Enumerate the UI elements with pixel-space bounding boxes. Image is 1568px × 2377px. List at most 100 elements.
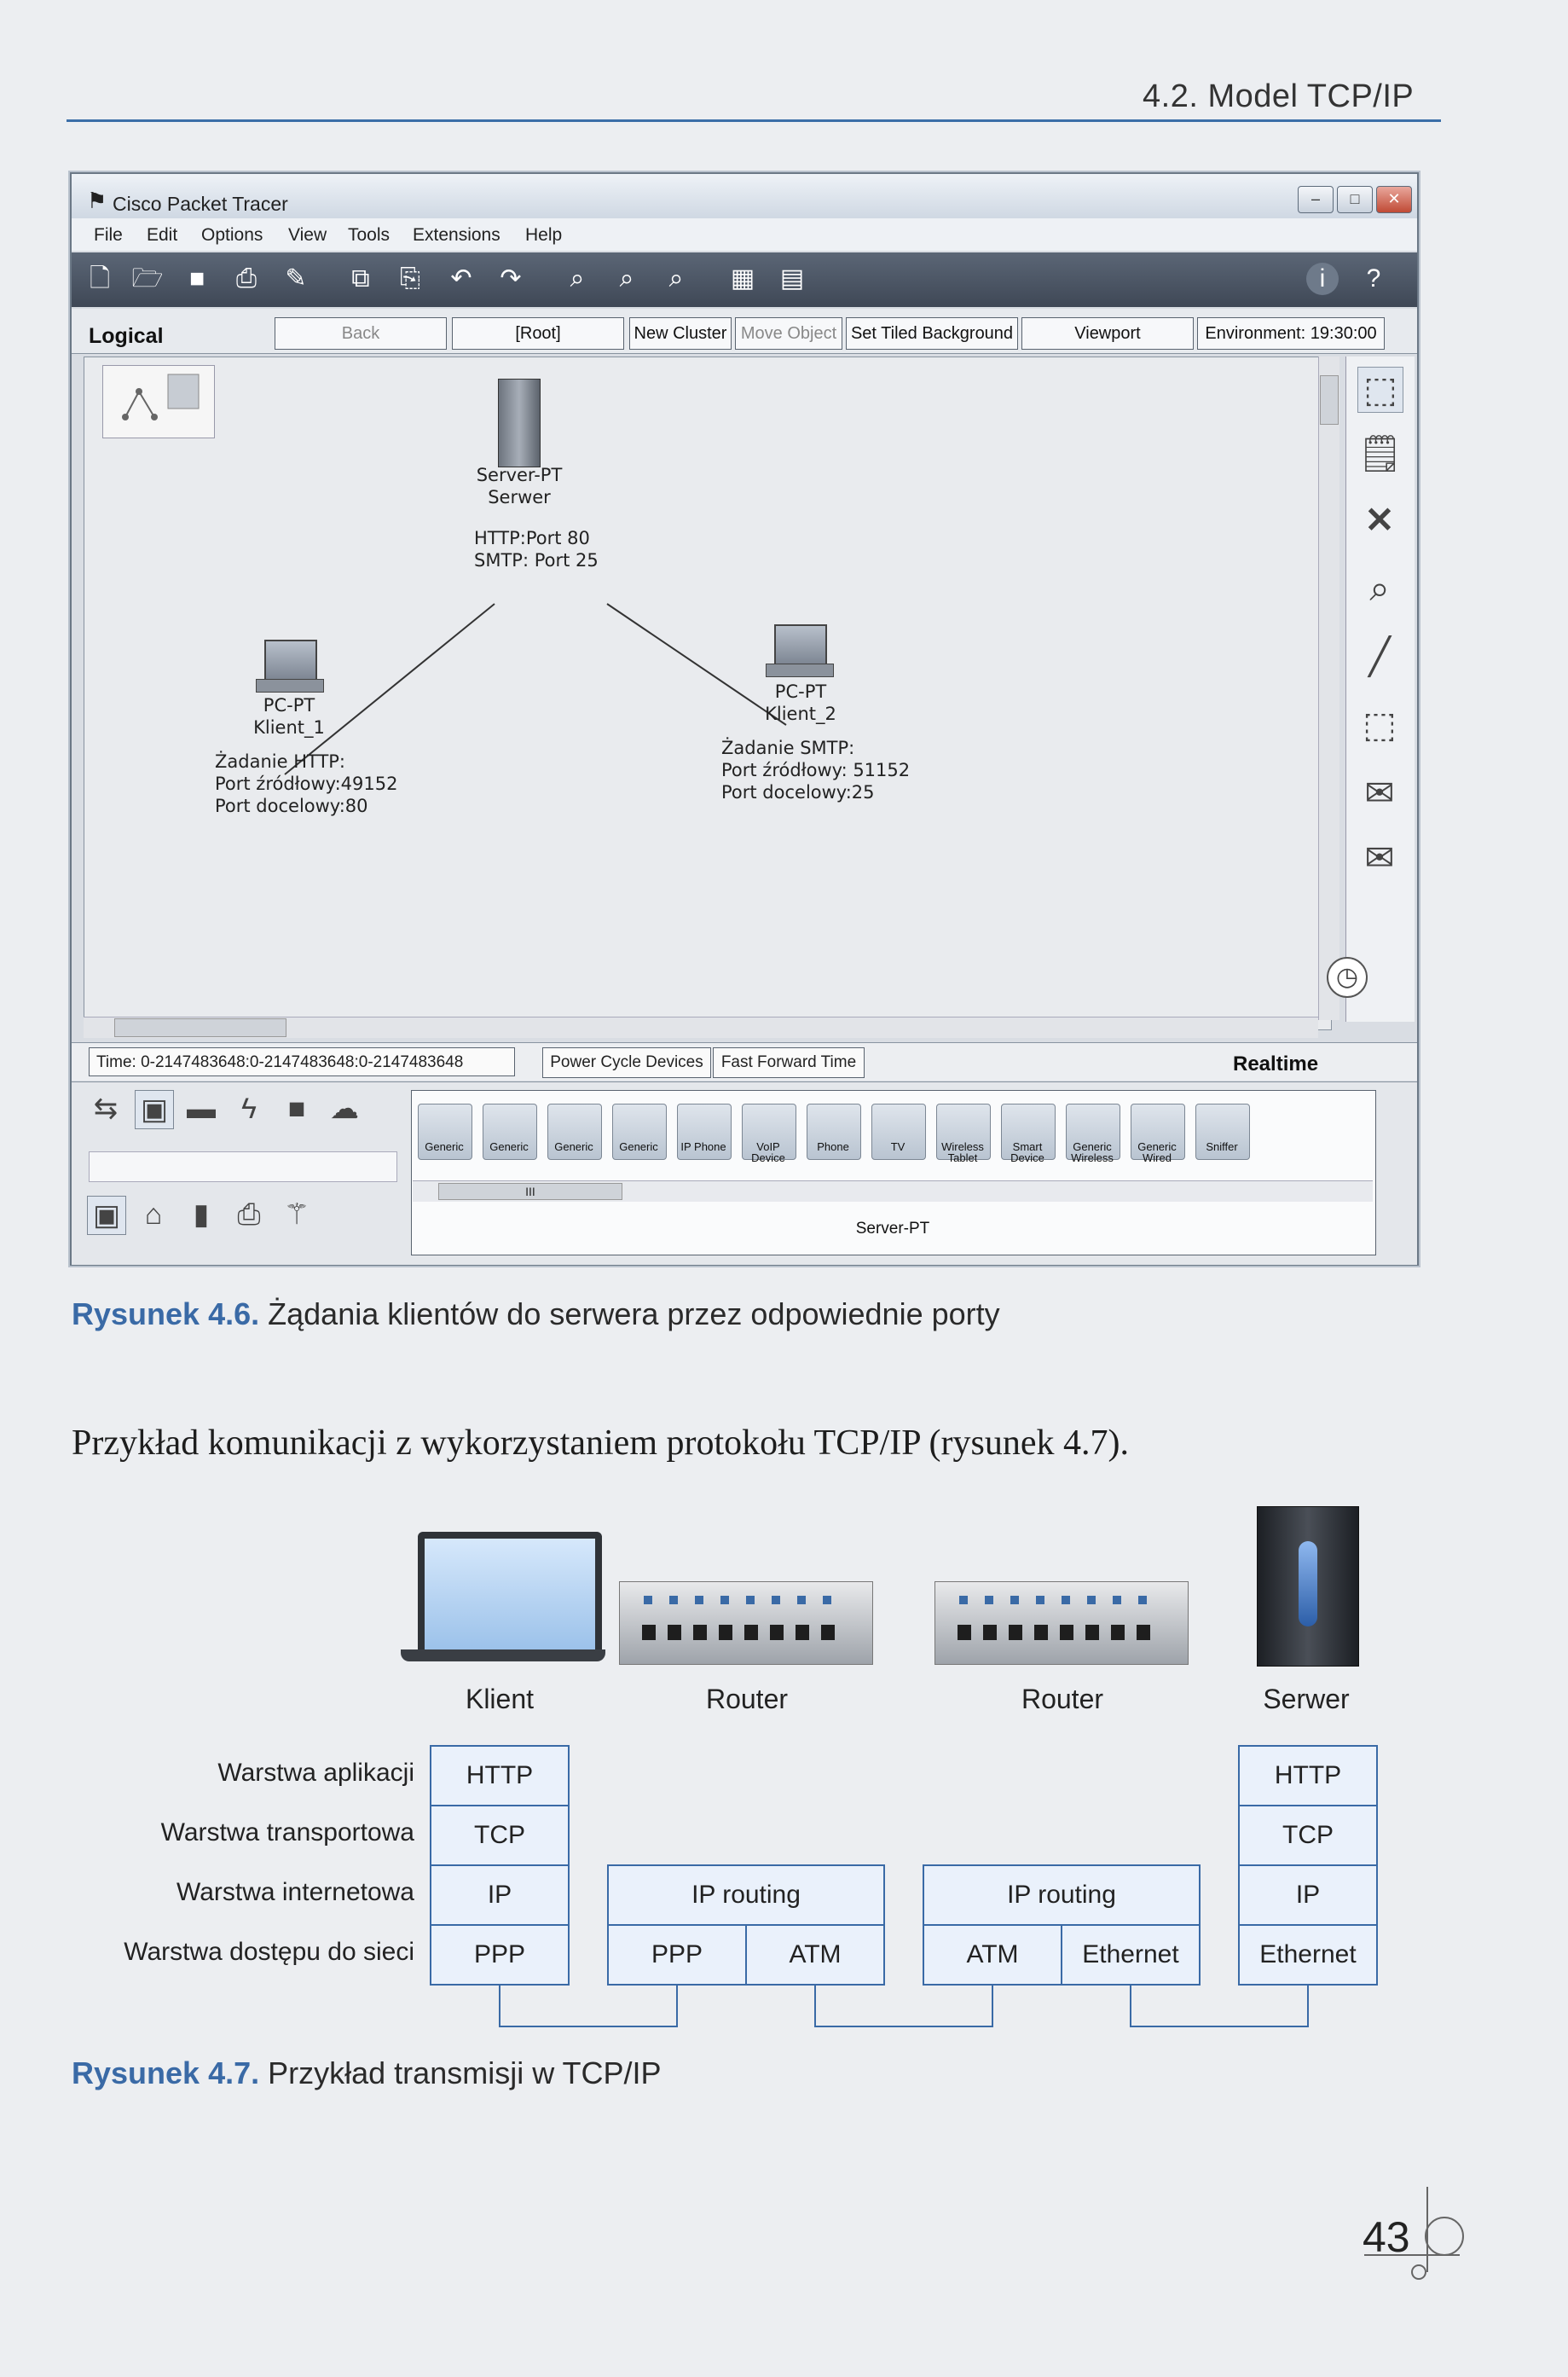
cluster-icon[interactable] [102,365,215,438]
open-icon[interactable]: 🗁 [131,264,164,293]
device-voip[interactable] [742,1104,796,1160]
pc-category-icon[interactable]: ▣ [87,1196,126,1235]
device-generic-wireless[interactable] [1066,1104,1120,1160]
back-button[interactable]: Back [275,317,447,350]
device-label: Generic [554,1140,593,1153]
page-number: 43 [1363,2213,1410,2261]
laptop-base [401,1649,605,1661]
pc-keyboard-icon [256,679,324,693]
device-sniffer[interactable] [1195,1104,1250,1160]
menu-view[interactable]: View [288,225,327,245]
printer-category-icon[interactable]: ⎙ [237,1198,261,1231]
components-icon[interactable]: ▬ [187,1093,216,1125]
figure-number: Rysunek 4.7. [72,2055,260,2090]
common-tools-bar [1345,357,1415,1022]
vertical-scroll-thumb[interactable] [1320,375,1339,425]
zoom-reset-icon[interactable]: ⌕ [619,264,634,293]
menu-edit[interactable]: Edit [147,225,178,245]
home-category-icon[interactable]: ⌂ [144,1198,163,1231]
device-smart-device[interactable] [1001,1104,1056,1160]
copy-icon[interactable]: ⧉ [351,264,370,293]
misc-icon[interactable]: ■ [287,1093,306,1125]
menu-extensions[interactable]: Extensions [413,225,500,245]
device-search-field[interactable] [89,1151,397,1182]
layer-internet: Warstwa internetowa [176,1878,414,1906]
minimize-button[interactable]: – [1298,186,1334,213]
multiuser-icon[interactable]: ☁ [330,1093,359,1125]
horizontal-scroll-thumb[interactable] [114,1018,286,1037]
realtime-mode-label[interactable]: Realtime [1233,1052,1319,1075]
server-pt-icon[interactable] [498,379,541,467]
add-simple-pdu-icon[interactable]: ✉ [1364,773,1395,813]
delete-icon[interactable]: ✕ [1364,500,1395,540]
running-header: 4.2. Model TCP/IP [1143,78,1415,114]
maximize-button[interactable]: □ [1337,186,1373,213]
server-category-icon[interactable]: ▮ [193,1198,210,1231]
selected-device-name: Server-PT [855,1220,930,1238]
save-icon[interactable]: ■ [188,264,205,293]
zoom-in-icon[interactable]: ⌕ [570,264,585,293]
set-tiled-background-button[interactable]: Set Tiled Background [846,317,1018,350]
inspect-icon[interactable]: ⌕ [1369,568,1390,608]
device-wireless-tablet[interactable] [936,1104,991,1160]
figure-4-7-caption: Rysunek 4.7. Przykład transmisji w TCP/I… [72,2055,662,2091]
print-icon[interactable]: ⎙ [236,264,257,293]
custom-device-icon[interactable]: ▤ [779,264,805,293]
undo-icon[interactable]: ↶ [450,264,472,293]
viewport-button[interactable]: Viewport [1021,317,1194,350]
root-button[interactable]: [Root] [452,317,624,350]
redo-icon[interactable]: ↷ [500,264,522,293]
device-generic-server[interactable] [547,1104,602,1160]
workspace-horizontal-scrollbar[interactable] [84,1017,1318,1038]
fast-forward-time-button[interactable]: Fast Forward Time [713,1047,865,1078]
connections-icon[interactable]: ϟ [241,1093,257,1125]
device-name-router2: Router [1021,1684,1104,1714]
menu-bar: File Edit Options View Tools Extensions … [72,218,1417,251]
power-cycle-devices-button[interactable]: Power Cycle Devices [542,1047,711,1078]
packet-tracer-window: ⚑ Cisco Packet Tracer – □ ✕ File Edit Op… [70,172,1419,1266]
new-icon[interactable]: 🗋 [89,264,111,293]
device-ip-phone[interactable] [677,1104,732,1160]
logical-tab[interactable]: Logical [89,324,164,348]
help-icon[interactable]: ? [1366,264,1381,293]
realtime-clock-icon[interactable]: ◷ [1327,957,1368,998]
info-icon[interactable]: i [1306,263,1339,295]
window-titlebar[interactable]: ⚑ Cisco Packet Tracer – □ ✕ [72,174,1417,218]
pc-pt-klient2-icon[interactable] [774,624,827,667]
menu-options[interactable]: Options [201,225,263,245]
resize-shape-icon[interactable]: ⬚ [1363,704,1397,745]
activity-wizard-icon[interactable]: ✎ [285,264,307,293]
move-object-button[interactable]: Move Object [735,317,842,350]
workspace-vertical-scrollbar[interactable] [1318,357,1339,1020]
device-generic-printer[interactable] [612,1104,667,1160]
new-cluster-button[interactable]: New Cluster [629,317,732,350]
paste-icon[interactable]: ⎘ [400,264,420,293]
layer-network-access: Warstwa dostępu do sieci [124,1938,414,1966]
device-panel-scroll-thumb[interactable]: III [438,1183,622,1200]
tower-category-icon[interactable]: ⚚ [283,1198,310,1231]
environment-button[interactable]: Environment: 19:30:00 [1197,317,1385,350]
device-tv[interactable] [871,1104,926,1160]
end-devices-icon[interactable]: ▣ [135,1090,174,1129]
server-port-info: HTTP:Port 80 SMTP: Port 25 [474,528,599,571]
menu-help[interactable]: Help [525,225,563,245]
zoom-out-icon[interactable]: ⌕ [668,264,684,293]
select-icon[interactable]: ⬚ [1357,367,1403,413]
device-phone[interactable] [807,1104,861,1160]
device-generic-pc[interactable] [418,1104,472,1160]
add-complex-pdu-icon[interactable]: ✉ [1364,838,1395,878]
network-devices-icon[interactable]: ⇆ [93,1093,119,1125]
device-label: IP Phone [680,1140,726,1153]
figure-number: Rysunek 4.6. [72,1296,260,1331]
note-icon[interactable]: 🗒 [1357,433,1403,473]
palette-icon[interactable]: ▦ [730,264,755,293]
server-tower-icon [1257,1506,1359,1667]
device-generic-wired[interactable] [1131,1104,1185,1160]
menu-file[interactable]: File [94,225,123,245]
close-button[interactable]: ✕ [1376,186,1412,213]
menu-tools[interactable]: Tools [348,225,391,245]
draw-line-icon[interactable]: ╱ [1368,636,1391,676]
device-generic-laptop[interactable] [483,1104,537,1160]
server-label: Server-PT Serwer [476,465,563,507]
server-ethernet-cell: Ethernet [1238,1924,1378,1986]
